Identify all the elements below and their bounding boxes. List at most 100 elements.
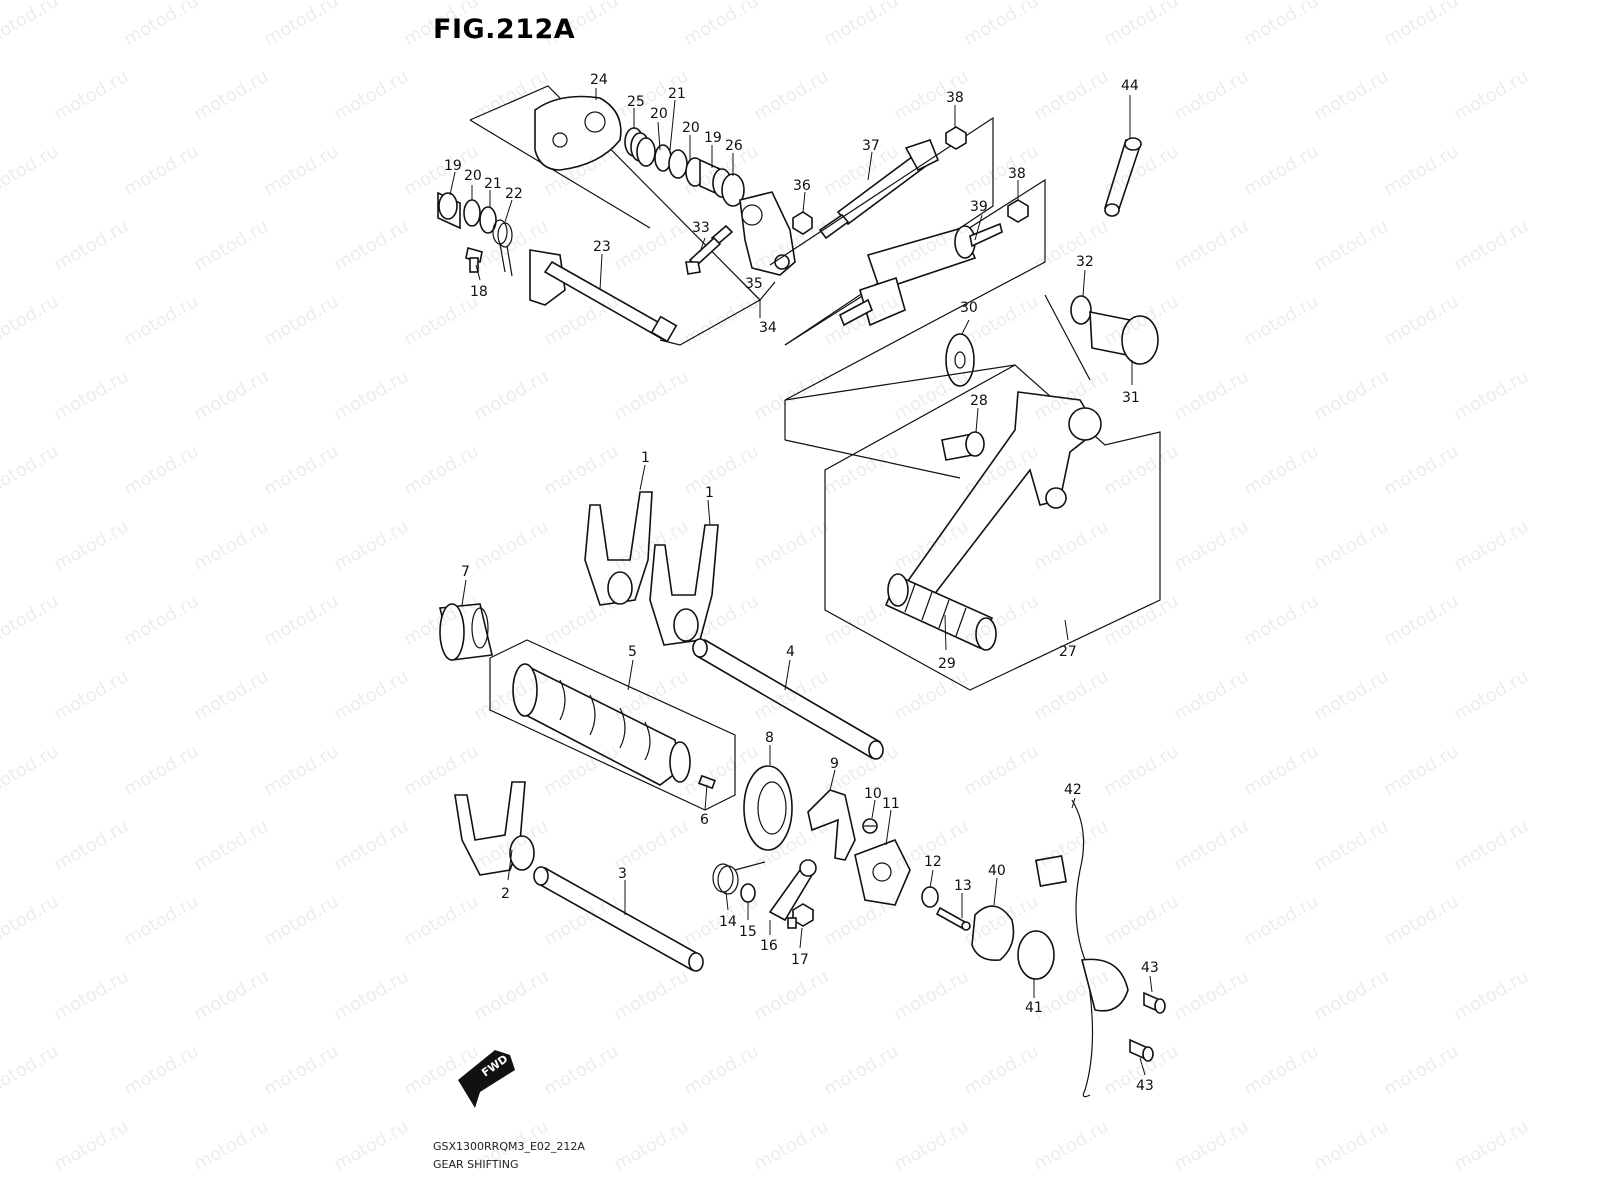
shift-fork-1b xyxy=(649,524,719,646)
gearshift-cam-5 xyxy=(512,663,691,786)
bolt-18 xyxy=(465,246,483,273)
callout-30: 30 xyxy=(960,300,978,316)
cam-stopper-plate-9 xyxy=(807,789,856,861)
bolt-33 xyxy=(685,224,734,275)
callout-38: 38 xyxy=(946,90,964,106)
return-spring-22 xyxy=(492,219,513,277)
callout-21: 21 xyxy=(484,176,502,192)
callout-44: 44 xyxy=(1121,78,1139,94)
spring-25 xyxy=(624,127,656,167)
callout-31: 31 xyxy=(1122,390,1140,406)
callout-27: 27 xyxy=(1059,644,1077,660)
gearshift-shaft-23 xyxy=(529,249,678,343)
callout-20: 20 xyxy=(650,106,668,122)
bearing-7 xyxy=(439,603,493,661)
gearshift-lever-27 xyxy=(903,391,1102,602)
diagram-model-code: GSX1300RRQM3_E02_212A xyxy=(433,1140,585,1153)
callout-24: 24 xyxy=(590,72,608,88)
gearshift-lever-group-frame xyxy=(784,364,1161,691)
callout-9: 9 xyxy=(830,756,839,772)
callout-12: 12 xyxy=(924,854,942,870)
leader-lines xyxy=(449,88,1153,1076)
callout-20: 20 xyxy=(464,168,482,184)
callout-5: 5 xyxy=(628,644,637,660)
callout-8: 8 xyxy=(765,730,774,746)
callout-40: 40 xyxy=(988,863,1006,879)
washer-15 xyxy=(740,883,756,903)
shift-fork-2 xyxy=(454,781,535,876)
shift-link-pin-44 xyxy=(1103,137,1142,217)
callout-20: 20 xyxy=(682,120,700,136)
callout-37: 37 xyxy=(862,138,880,154)
callout-6: 6 xyxy=(700,812,709,828)
shift-fork-shaft-4 xyxy=(692,638,884,760)
callout-39: 39 xyxy=(970,199,988,215)
callout-34: 34 xyxy=(759,320,777,336)
callout-43: 43 xyxy=(1136,1078,1154,1094)
callout-43: 43 xyxy=(1141,960,1159,976)
shift-fork-shaft-3 xyxy=(533,866,704,972)
callout-28: 28 xyxy=(970,393,988,409)
callout-labels: 24 25 21 20 20 19 26 19 20 21 22 23 18 3… xyxy=(444,72,1159,1094)
pin-6 xyxy=(698,774,716,790)
callout-32: 32 xyxy=(1076,254,1094,270)
cushion-43a xyxy=(1143,991,1166,1014)
callout-25: 25 xyxy=(627,94,645,110)
callout-42: 42 xyxy=(1064,782,1082,798)
callout-33: 33 xyxy=(692,220,710,236)
gear-position-sensor-42 xyxy=(1035,799,1129,1098)
callout-26: 26 xyxy=(725,138,743,154)
stopper-spring-14 xyxy=(712,861,766,895)
gearshift-link-rod-39 xyxy=(838,222,1003,327)
lever-pivot-28 xyxy=(941,431,985,461)
callout-2: 2 xyxy=(501,886,510,902)
callout-22: 22 xyxy=(505,186,523,202)
nut-38a xyxy=(945,126,967,150)
callout-21: 21 xyxy=(668,86,686,102)
washer-20a xyxy=(668,149,688,179)
bolt-13 xyxy=(935,906,971,931)
footrest-rubber-29 xyxy=(884,573,997,651)
callout-1: 1 xyxy=(705,485,714,501)
callout-36: 36 xyxy=(793,178,811,194)
gearshift-cam-group-frame xyxy=(489,639,736,811)
bearing-19b xyxy=(437,191,461,230)
callout-16: 16 xyxy=(760,938,778,954)
shift-cam-stopper-plate xyxy=(534,95,622,171)
callout-14: 14 xyxy=(719,914,737,930)
callout-41: 41 xyxy=(1025,1000,1043,1016)
gearshift-cam-stopper-11 xyxy=(854,838,911,906)
gearshift-lever-bolt-31 xyxy=(1070,295,1159,365)
callout-13: 13 xyxy=(954,878,972,894)
nut-38b xyxy=(1007,199,1029,223)
washer-32 xyxy=(1070,295,1092,325)
o-ring-41 xyxy=(1017,930,1055,980)
callout-23: 23 xyxy=(593,239,611,255)
nut-36 xyxy=(792,211,813,235)
callout-1: 1 xyxy=(641,450,650,466)
callout-38: 38 xyxy=(1008,166,1026,182)
screw-10 xyxy=(862,818,878,834)
gasket-40 xyxy=(971,905,1015,962)
circlip-21b xyxy=(479,206,497,234)
cushion-43b xyxy=(1129,1038,1154,1062)
callout-7: 7 xyxy=(461,564,470,580)
shift-fork-1a xyxy=(584,491,653,606)
rod-end-37 xyxy=(818,139,940,240)
shift-arm-35 xyxy=(739,191,796,276)
callout-29: 29 xyxy=(938,656,956,672)
callout-15: 15 xyxy=(739,924,757,940)
callout-18: 18 xyxy=(470,284,488,300)
washer-12 xyxy=(921,886,939,908)
bolt-17 xyxy=(787,903,814,929)
washer-30 xyxy=(945,333,975,387)
bearing-8 xyxy=(743,765,793,851)
callout-10: 10 xyxy=(864,786,882,802)
callout-35: 35 xyxy=(745,276,763,292)
callout-17: 17 xyxy=(791,952,809,968)
diagram-name: GEAR SHIFTING xyxy=(433,1158,519,1171)
callout-11: 11 xyxy=(882,796,900,812)
callout-3: 3 xyxy=(618,866,627,882)
callout-19: 19 xyxy=(704,130,722,146)
fwd-arrow-icon: FWD xyxy=(458,1050,515,1108)
